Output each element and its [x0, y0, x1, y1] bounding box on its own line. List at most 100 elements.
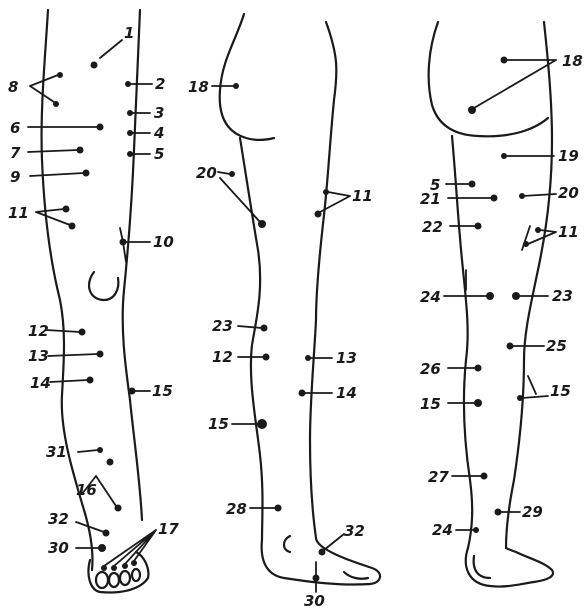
- svg-text:9: 9: [10, 168, 20, 186]
- svg-text:23: 23: [212, 317, 233, 335]
- front-point-17: 17: [101, 520, 179, 571]
- front-point-15: 15: [129, 382, 173, 400]
- svg-text:2: 2: [155, 75, 165, 93]
- svg-text:1: 1: [124, 24, 134, 42]
- svg-text:21: 21: [420, 190, 441, 208]
- svg-text:19: 19: [558, 147, 579, 165]
- svg-text:27: 27: [428, 468, 449, 486]
- side-point-30: 30: [304, 562, 325, 610]
- svg-text:13: 13: [28, 347, 49, 365]
- back-point-15-left: 15: [420, 395, 482, 413]
- svg-text:11: 11: [558, 223, 579, 241]
- front-view-panel: 1 2 3 4 5 8 6: [8, 10, 179, 592]
- svg-text:5: 5: [154, 145, 164, 163]
- back-heel-detail: [474, 556, 490, 578]
- svg-text:32: 32: [344, 522, 365, 540]
- svg-text:32: 32: [48, 510, 69, 528]
- front-point-32: 32: [48, 510, 110, 537]
- back-point-19: 19: [501, 147, 579, 165]
- front-point-1: 1: [91, 24, 135, 69]
- svg-text:15: 15: [208, 415, 229, 433]
- svg-text:17: 17: [158, 520, 179, 538]
- side-point-15: 15: [208, 415, 267, 433]
- front-point-31: 31: [46, 443, 114, 466]
- front-knee-cap: [89, 272, 118, 300]
- front-point-2: 2: [125, 75, 165, 93]
- svg-text:11: 11: [352, 187, 373, 205]
- svg-text:20: 20: [558, 184, 579, 202]
- side-leg-front-contour: [310, 22, 336, 538]
- side-leg-back-contour: [240, 138, 263, 540]
- front-point-3: 3: [127, 104, 164, 122]
- svg-text:11: 11: [8, 204, 29, 222]
- side-toe-detail: [344, 572, 368, 579]
- svg-text:10: 10: [153, 233, 174, 251]
- svg-text:12: 12: [28, 322, 49, 340]
- svg-text:12: 12: [212, 348, 233, 366]
- front-toes: [96, 569, 140, 588]
- svg-text:14: 14: [336, 384, 357, 402]
- svg-text:13: 13: [336, 349, 357, 367]
- back-view-panel: 18 19 5 21 20 22: [420, 22, 583, 587]
- side-view-panel: 18 20 11 23 12 13: [188, 14, 380, 610]
- back-point-18: 18: [468, 52, 583, 114]
- front-leg-inner-contour: [123, 10, 142, 520]
- side-foot: [262, 538, 380, 585]
- side-point-20: 20: [196, 164, 266, 228]
- svg-text:22: 22: [422, 218, 443, 236]
- svg-text:3: 3: [154, 104, 164, 122]
- svg-text:25: 25: [546, 337, 567, 355]
- back-point-15-right: 15: [517, 376, 571, 401]
- side-point-23: 23: [212, 317, 268, 335]
- back-point-11: 11: [522, 223, 579, 250]
- back-point-27: 27: [428, 468, 488, 486]
- svg-text:15: 15: [550, 382, 571, 400]
- front-point-9: 9: [10, 168, 90, 186]
- side-point-28: 28: [226, 500, 282, 518]
- back-point-24: 24: [420, 270, 494, 306]
- front-point-12: 12: [28, 322, 86, 340]
- front-point-30: 30: [48, 539, 106, 557]
- front-point-7: 7: [10, 144, 84, 162]
- svg-text:24: 24: [420, 288, 441, 306]
- back-heel-foot: [466, 548, 553, 587]
- svg-text:15: 15: [420, 395, 441, 413]
- back-buttock-contour: [429, 22, 548, 136]
- svg-text:30: 30: [304, 592, 325, 610]
- svg-text:29: 29: [522, 503, 543, 521]
- svg-text:8: 8: [8, 78, 18, 96]
- svg-text:23: 23: [552, 287, 573, 305]
- side-ankle-mark: [284, 536, 290, 552]
- svg-text:24: 24: [432, 521, 453, 539]
- front-point-8: 8: [8, 72, 63, 107]
- side-point-18: 18: [188, 78, 239, 96]
- back-leg-right-contour: [506, 22, 552, 548]
- svg-text:6: 6: [10, 119, 20, 137]
- back-point-23: 23: [512, 287, 573, 305]
- svg-text:20: 20: [196, 164, 217, 182]
- back-point-22: 22: [422, 218, 482, 236]
- svg-text:26: 26: [420, 360, 441, 378]
- svg-text:30: 30: [48, 539, 69, 557]
- side-point-14: 14: [299, 384, 357, 402]
- svg-text:28: 28: [226, 500, 247, 518]
- front-point-13: 13: [28, 347, 104, 365]
- side-buttock-contour: [220, 14, 274, 140]
- front-point-11: 11: [8, 204, 76, 230]
- front-point-6: 6: [10, 119, 104, 137]
- back-point-25: 25: [507, 337, 567, 355]
- side-point-12: 12: [212, 348, 270, 366]
- svg-text:18: 18: [562, 52, 583, 70]
- svg-text:15: 15: [152, 382, 173, 400]
- svg-text:16: 16: [76, 481, 97, 499]
- svg-text:14: 14: [30, 374, 51, 392]
- back-point-29: 29: [495, 503, 543, 521]
- back-point-21: 21: [420, 190, 498, 208]
- back-point-26: 26: [420, 360, 482, 378]
- svg-text:31: 31: [46, 443, 67, 461]
- svg-text:4: 4: [153, 124, 164, 142]
- svg-text:18: 18: [188, 78, 209, 96]
- front-point-4: 4: [127, 124, 164, 142]
